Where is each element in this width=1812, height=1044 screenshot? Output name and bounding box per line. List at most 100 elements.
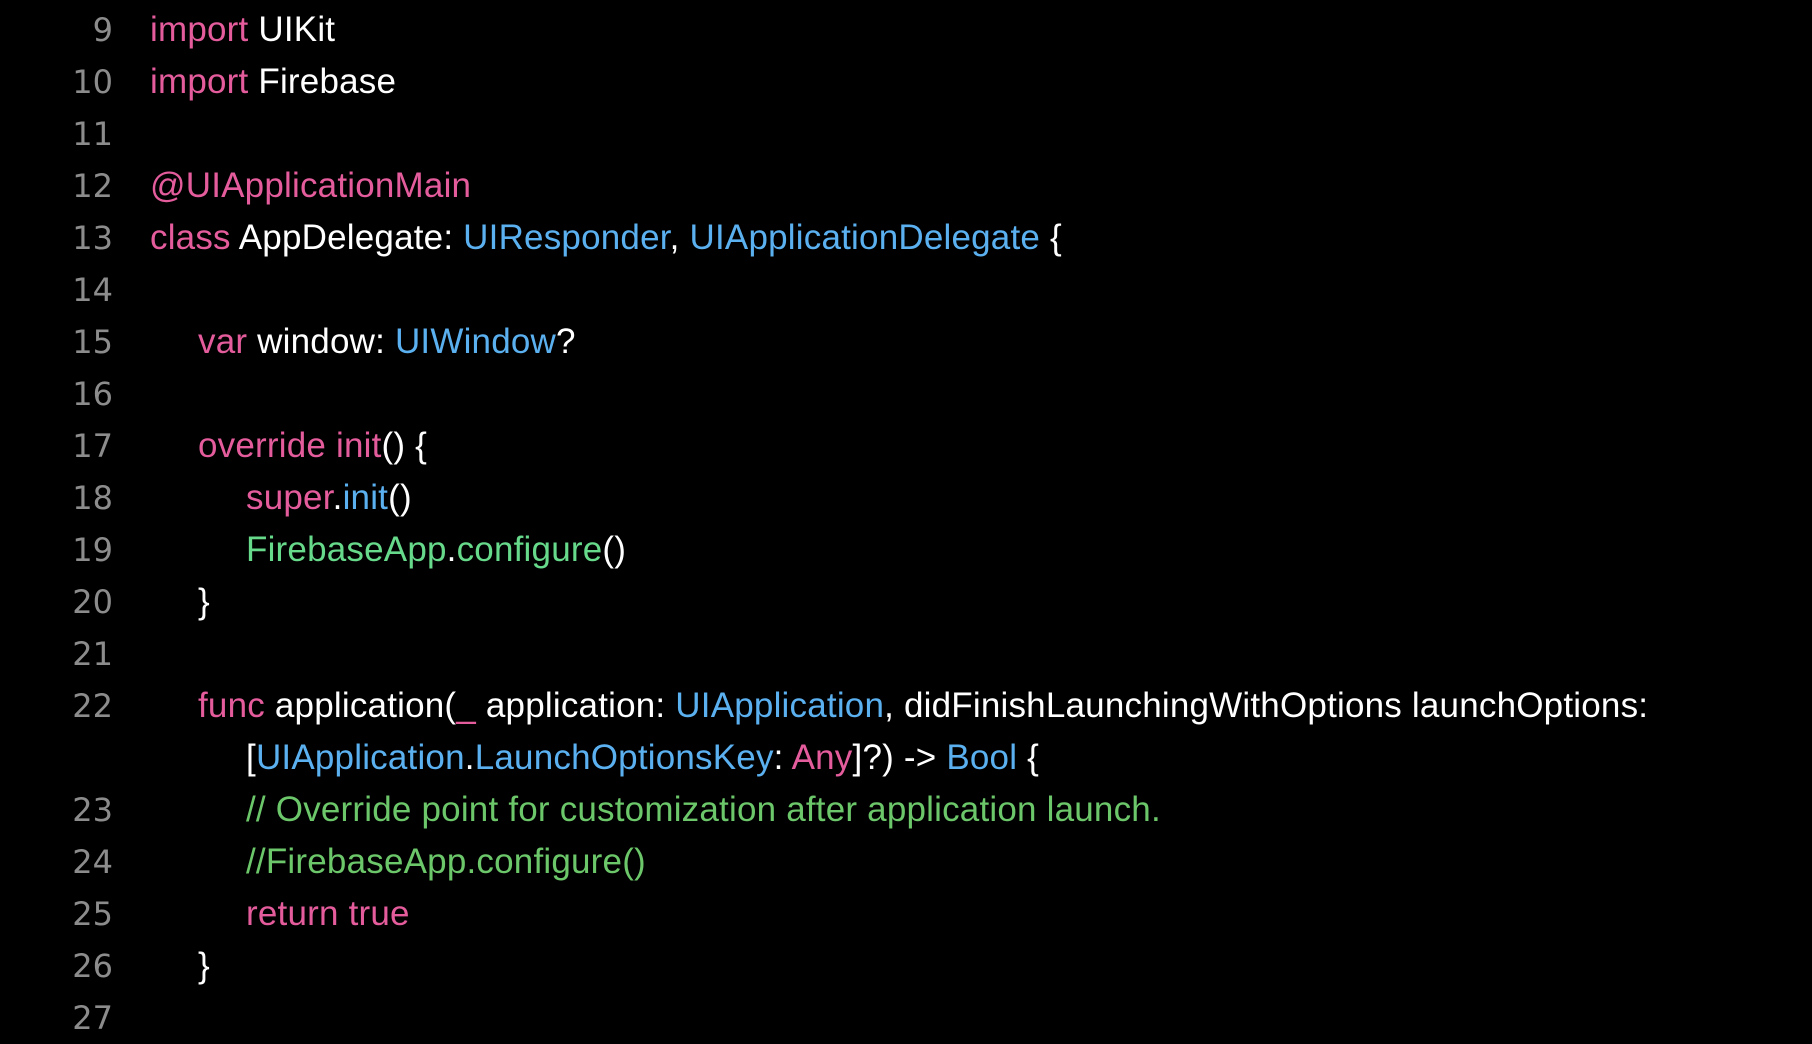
- line-number: 19: [72, 531, 113, 569]
- code-token-keyword: var: [198, 322, 248, 361]
- line-number: 21: [72, 635, 113, 673]
- code-token-plain: Firebase: [248, 62, 397, 101]
- code-line[interactable]: 24 //FirebaseApp.configure(): [0, 836, 1812, 888]
- code-line[interactable]: 16: [0, 368, 1812, 420]
- code-token-plain: .: [446, 530, 457, 569]
- code-token-comment: // Override point for customization afte…: [246, 790, 1161, 829]
- code-line[interactable]: 21: [0, 628, 1812, 680]
- line-number: 25: [72, 895, 113, 933]
- line-number: 12: [72, 167, 113, 205]
- code-line[interactable]: 12 @UIApplicationMain: [0, 160, 1812, 212]
- code-line[interactable]: 10 import Firebase: [0, 56, 1812, 108]
- line-number: 16: [72, 375, 113, 413]
- line-number: 17: [72, 427, 113, 465]
- line-number: 27: [72, 999, 113, 1037]
- code-token-plain: .: [332, 478, 343, 517]
- code-token-plain: .: [464, 738, 475, 777]
- code-token-type: UIApplication: [255, 738, 465, 777]
- code-token-keyword: init: [336, 426, 382, 465]
- line-number: 18: [72, 479, 113, 517]
- code-token-plain: }: [198, 946, 210, 985]
- code-token-type: init: [342, 478, 389, 517]
- code-token-keyword: import: [150, 10, 249, 49]
- code-line[interactable]: 22 func application(_ application: UIAppl…: [0, 680, 1812, 732]
- code-text: }: [198, 576, 210, 628]
- code-token-type: UIApplicationDelegate: [689, 218, 1041, 257]
- code-token-function: configure: [456, 530, 603, 569]
- code-text: import Firebase: [150, 56, 396, 108]
- code-token-keyword: _: [456, 686, 476, 725]
- code-text: import UIKit: [150, 4, 335, 56]
- line-number: 26: [72, 947, 113, 985]
- code-token-plain: UIKit: [248, 10, 336, 49]
- code-token-plain: ?: [556, 322, 576, 361]
- code-line[interactable]: 26}: [0, 940, 1812, 992]
- line-number: 20: [72, 583, 113, 621]
- code-line[interactable]: 17 override init() {: [0, 420, 1812, 472]
- code-line[interactable]: [UIApplication.LaunchOptionsKey: Any]?) …: [0, 732, 1812, 784]
- code-token-plain: ,: [669, 218, 690, 257]
- code-line[interactable]: 18 super.init(): [0, 472, 1812, 524]
- code-token-plain: window:: [247, 322, 395, 361]
- code-text: return true: [246, 888, 410, 940]
- code-token-keyword: true: [348, 894, 410, 933]
- code-text: // Override point for customization afte…: [246, 784, 1161, 836]
- code-text: func application(_ application: UIApplic…: [198, 680, 1648, 732]
- code-token-keyword: super: [246, 478, 333, 517]
- line-number: 11: [72, 115, 113, 153]
- code-token-plain: [: [246, 738, 256, 777]
- code-line[interactable]: 25 return true: [0, 888, 1812, 940]
- code-text: }: [198, 940, 210, 992]
- code-text: FirebaseApp.configure(): [246, 524, 626, 576]
- code-token-type: UIApplication: [675, 686, 885, 725]
- code-token-keyword: func: [198, 686, 265, 725]
- line-number: 15: [72, 323, 113, 361]
- code-text: //FirebaseApp.configure(): [246, 836, 646, 888]
- code-token-type: UIWindow: [394, 322, 557, 361]
- code-line[interactable]: 11: [0, 108, 1812, 160]
- code-token-keyword: override: [198, 426, 327, 465]
- code-line[interactable]: 23 // Override point for customization af…: [0, 784, 1812, 836]
- line-number: 9: [92, 11, 113, 49]
- code-token-plain: application:: [475, 686, 676, 725]
- code-text: @UIApplicationMain: [150, 160, 471, 212]
- code-token-plain: () {: [381, 426, 428, 465]
- line-number: 24: [72, 843, 113, 881]
- code-token-keyword: Any: [791, 738, 853, 777]
- line-number: 23: [72, 791, 113, 829]
- code-token-type: LaunchOptionsKey: [474, 738, 774, 777]
- code-line[interactable]: 14: [0, 264, 1812, 316]
- code-token-plain: application(: [264, 686, 457, 725]
- code-token-comment: //FirebaseApp.configure(): [246, 842, 646, 881]
- code-token-plain: AppDelegate:: [230, 218, 464, 257]
- code-token-plain: :: [773, 738, 792, 777]
- line-number: 22: [72, 687, 113, 725]
- code-token-plain: (): [602, 530, 627, 569]
- code-text: super.init(): [246, 472, 412, 524]
- code-token-type: UIResponder: [463, 218, 670, 257]
- code-token-plain: [339, 894, 349, 933]
- code-line[interactable]: 19 FirebaseApp.configure(): [0, 524, 1812, 576]
- code-token-plain: (): [388, 478, 412, 517]
- code-token-keyword: @UIApplicationMain: [150, 166, 472, 205]
- line-number: 10: [72, 63, 113, 101]
- code-line[interactable]: 27: [0, 992, 1812, 1044]
- line-number: 13: [72, 219, 113, 257]
- code-token-type: Bool: [946, 738, 1018, 777]
- code-token-plain: [326, 426, 336, 465]
- code-token-plain: {: [1017, 738, 1039, 777]
- code-text: [UIApplication.LaunchOptionsKey: Any]?) …: [246, 732, 1039, 784]
- code-line[interactable]: 20}: [0, 576, 1812, 628]
- code-text: var window: UIWindow?: [198, 316, 576, 368]
- code-line[interactable]: 9 import UIKit: [0, 4, 1812, 56]
- code-token-plain: }: [198, 582, 210, 621]
- code-token-keyword: import: [150, 62, 249, 101]
- code-line[interactable]: 15 var window: UIWindow?: [0, 316, 1812, 368]
- code-token-function: FirebaseApp: [246, 530, 447, 569]
- code-text: override init() {: [198, 420, 427, 472]
- line-number: 14: [72, 271, 113, 309]
- code-token-plain: , didFinishLaunchingWithOptions launchOp…: [884, 686, 1649, 725]
- code-token-plain: ]?) ->: [852, 738, 947, 777]
